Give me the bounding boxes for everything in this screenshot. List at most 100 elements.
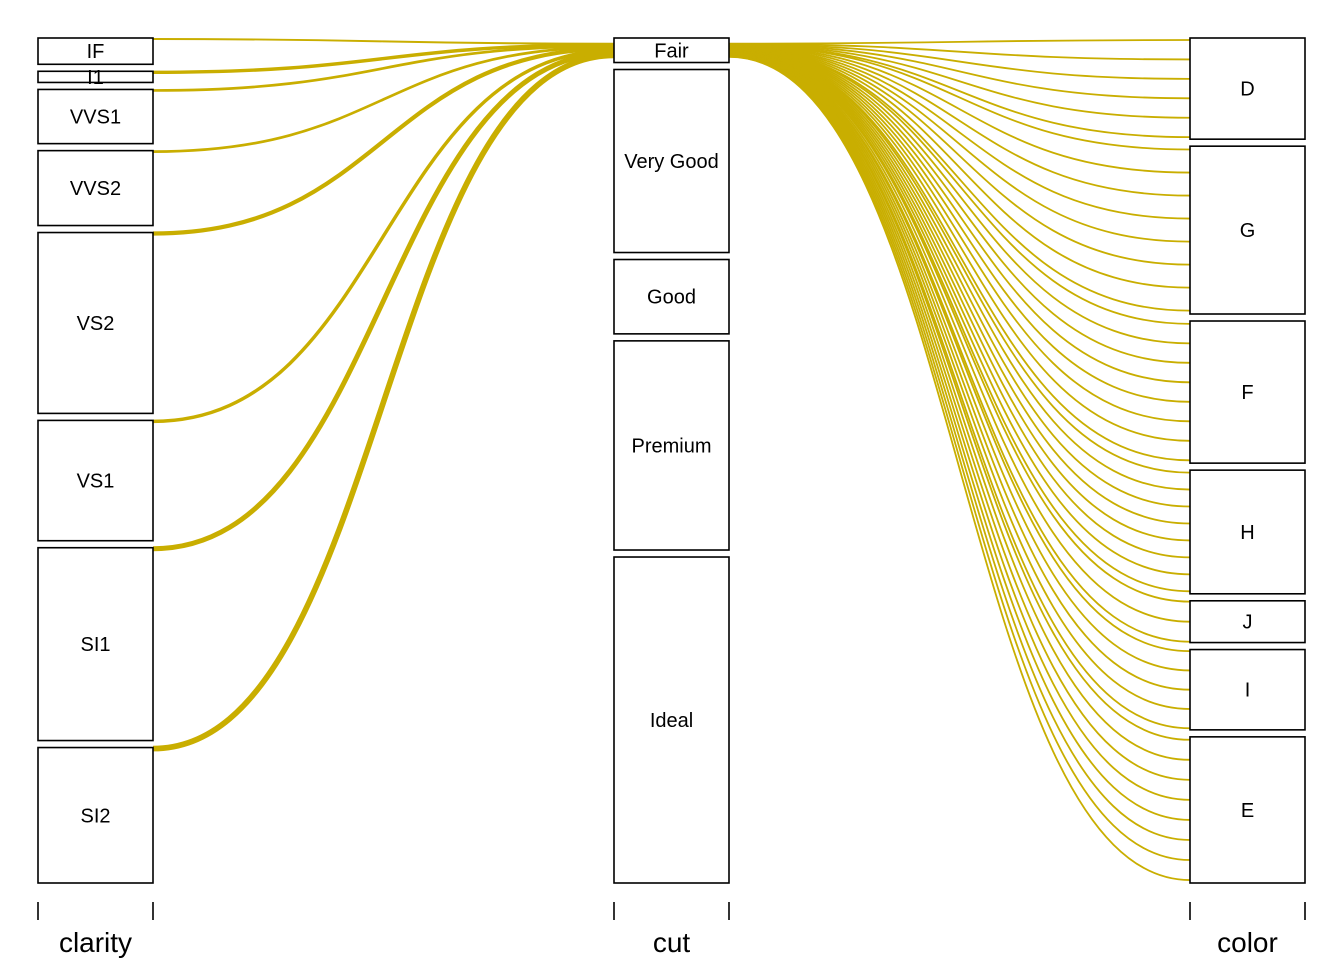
category-color-i: I xyxy=(1189,648,1306,731)
category-clarity-si2: SI2 xyxy=(37,746,154,884)
category-label: H xyxy=(1240,522,1254,544)
category-box xyxy=(1189,599,1306,644)
category-box xyxy=(1189,648,1306,731)
axis-color: color xyxy=(1189,902,1306,958)
category-box xyxy=(37,88,154,145)
flow-fair-to-d xyxy=(728,43,1191,100)
flow-fair-to-f xyxy=(728,47,1191,384)
flow-fair-to-if xyxy=(152,38,615,45)
category-box xyxy=(1189,37,1306,140)
category-color-e: E xyxy=(1189,736,1306,884)
category-box xyxy=(1189,145,1306,315)
flow-fair-to-f xyxy=(728,48,1191,442)
category-box xyxy=(37,70,154,84)
category-clarity-vvs1: VVS1 xyxy=(37,88,154,145)
axis-label: clarity xyxy=(59,927,132,958)
category-box xyxy=(37,419,154,542)
flow-fair-to-i xyxy=(728,53,1191,710)
flow-fair-to-e xyxy=(728,53,1191,741)
flow-fair-to-h xyxy=(728,50,1191,559)
category-label: J xyxy=(1243,612,1253,634)
category-label: SI2 xyxy=(80,805,110,827)
flow-fair-to-i xyxy=(728,53,1191,691)
flow-fair-to-e xyxy=(728,55,1191,841)
flow-fair-to-h xyxy=(728,50,1191,576)
category-label: I1 xyxy=(87,67,104,89)
category-color-j: J xyxy=(1189,599,1306,644)
category-label: F xyxy=(1241,382,1253,404)
category-box xyxy=(37,37,154,66)
flow-fair-to-vvs1 xyxy=(152,44,615,92)
flow-fair-to-e xyxy=(728,55,1191,881)
category-cut-very-good: Very Good xyxy=(613,68,730,254)
flow-fair-to-j xyxy=(728,51,1191,623)
category-box xyxy=(1189,736,1306,884)
category-label: Ideal xyxy=(650,710,693,732)
flow-fair-to-g xyxy=(728,46,1191,312)
category-label: G xyxy=(1240,220,1256,242)
axis-clarity: clarity xyxy=(37,902,154,958)
category-box xyxy=(613,258,730,335)
flow-fair-to-f xyxy=(728,47,1191,345)
flow-fair-to-j xyxy=(728,52,1191,643)
flow-fair-to-e xyxy=(728,54,1191,781)
flow-fair-to-g xyxy=(728,45,1191,266)
axis-layer: clarity cut color xyxy=(37,902,1306,958)
category-label: VS1 xyxy=(77,471,115,493)
flows-layer xyxy=(152,38,1191,881)
category-box xyxy=(37,231,154,415)
category-label: E xyxy=(1241,800,1254,822)
flow-fair-to-si1 xyxy=(152,50,615,552)
flow-fair-to-f xyxy=(728,48,1191,403)
category-label: SI1 xyxy=(80,634,110,656)
flow-fair-to-f xyxy=(728,48,1191,423)
category-clarity-vs1: VS1 xyxy=(37,419,154,542)
category-box xyxy=(1189,469,1306,595)
category-label: I xyxy=(1245,680,1251,702)
category-box xyxy=(37,546,154,742)
category-color-g: G xyxy=(1189,145,1306,315)
flow-fair-to-si2 xyxy=(152,52,615,752)
category-box xyxy=(613,556,730,884)
flow-fair-to-vs2 xyxy=(152,46,615,236)
category-clarity-si1: SI1 xyxy=(37,546,154,742)
flow-fair-to-vvs2 xyxy=(152,45,615,153)
category-cut-premium: Premium xyxy=(613,340,730,551)
category-cut-ideal: Ideal xyxy=(613,556,730,884)
category-label: VS2 xyxy=(77,313,115,335)
category-box xyxy=(613,68,730,254)
category-label: D xyxy=(1240,79,1254,101)
flow-fair-to-d xyxy=(728,43,1191,80)
flow-fair-to-g xyxy=(728,45,1191,220)
category-label: VVS1 xyxy=(70,107,121,129)
axis-label: cut xyxy=(653,927,691,958)
category-clarity-if: IF xyxy=(37,37,154,66)
flow-fair-to-h xyxy=(728,49,1191,491)
axis-cut: cut xyxy=(613,902,730,958)
category-label: Good xyxy=(647,287,696,309)
category-label: IF xyxy=(87,41,105,63)
flow-fair-to-i1 xyxy=(152,43,615,75)
category-clarity-i1: I1 xyxy=(37,67,154,89)
category-color-h: H xyxy=(1189,469,1306,595)
category-label: VVS2 xyxy=(70,178,121,200)
category-clarity-vs2: VS2 xyxy=(37,231,154,415)
flow-fair-to-g xyxy=(728,45,1191,243)
category-box xyxy=(613,340,730,551)
flow-fair-to-f xyxy=(728,46,1191,325)
flow-fair-to-d xyxy=(728,43,1191,61)
axis-label: color xyxy=(1217,927,1278,958)
flow-fair-to-g xyxy=(728,44,1191,174)
flow-fair-to-vs1 xyxy=(152,48,615,424)
category-box xyxy=(37,149,154,227)
category-label: Premium xyxy=(631,435,711,457)
flow-fair-to-f xyxy=(728,47,1191,364)
category-color-d: D xyxy=(1189,37,1306,140)
category-clarity-vvs2: VVS2 xyxy=(37,149,154,227)
category-label: Very Good xyxy=(624,151,719,173)
flow-fair-to-g xyxy=(728,46,1191,289)
flow-fair-to-d xyxy=(728,39,1191,45)
category-color-f: F xyxy=(1189,320,1306,464)
category-cut-fair: Fair xyxy=(613,37,730,64)
